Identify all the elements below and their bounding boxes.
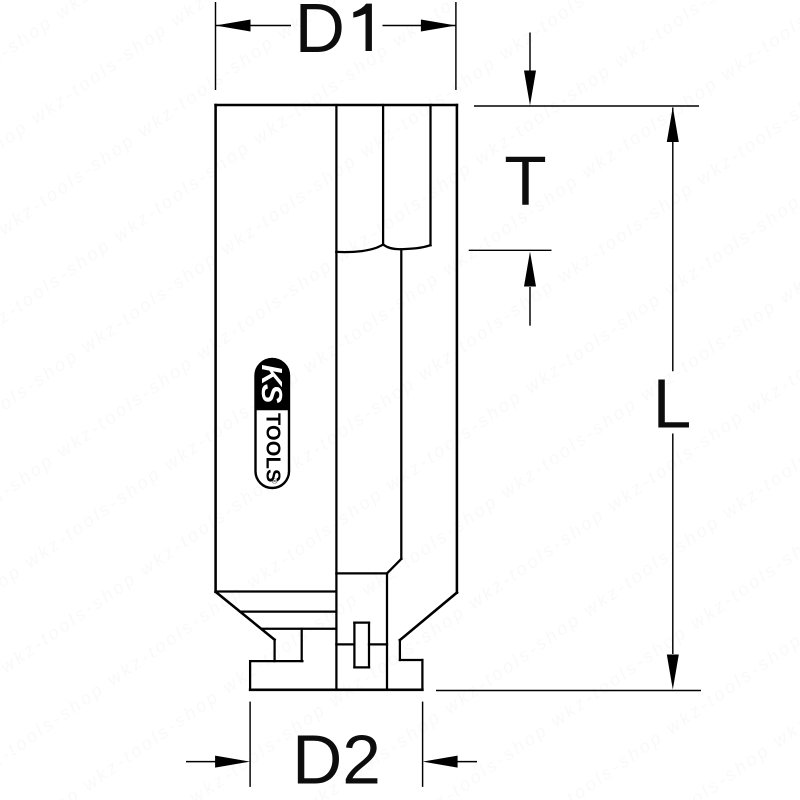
svg-text:KS: KS: [255, 365, 287, 404]
svg-text:D2: D2: [292, 721, 381, 799]
svg-text:D: D: [295, 0, 345, 67]
svg-text:L: L: [653, 365, 692, 443]
svg-text:T: T: [504, 142, 546, 220]
svg-text:TOOLS: TOOLS: [262, 413, 284, 483]
svg-text:®: ®: [270, 479, 278, 485]
